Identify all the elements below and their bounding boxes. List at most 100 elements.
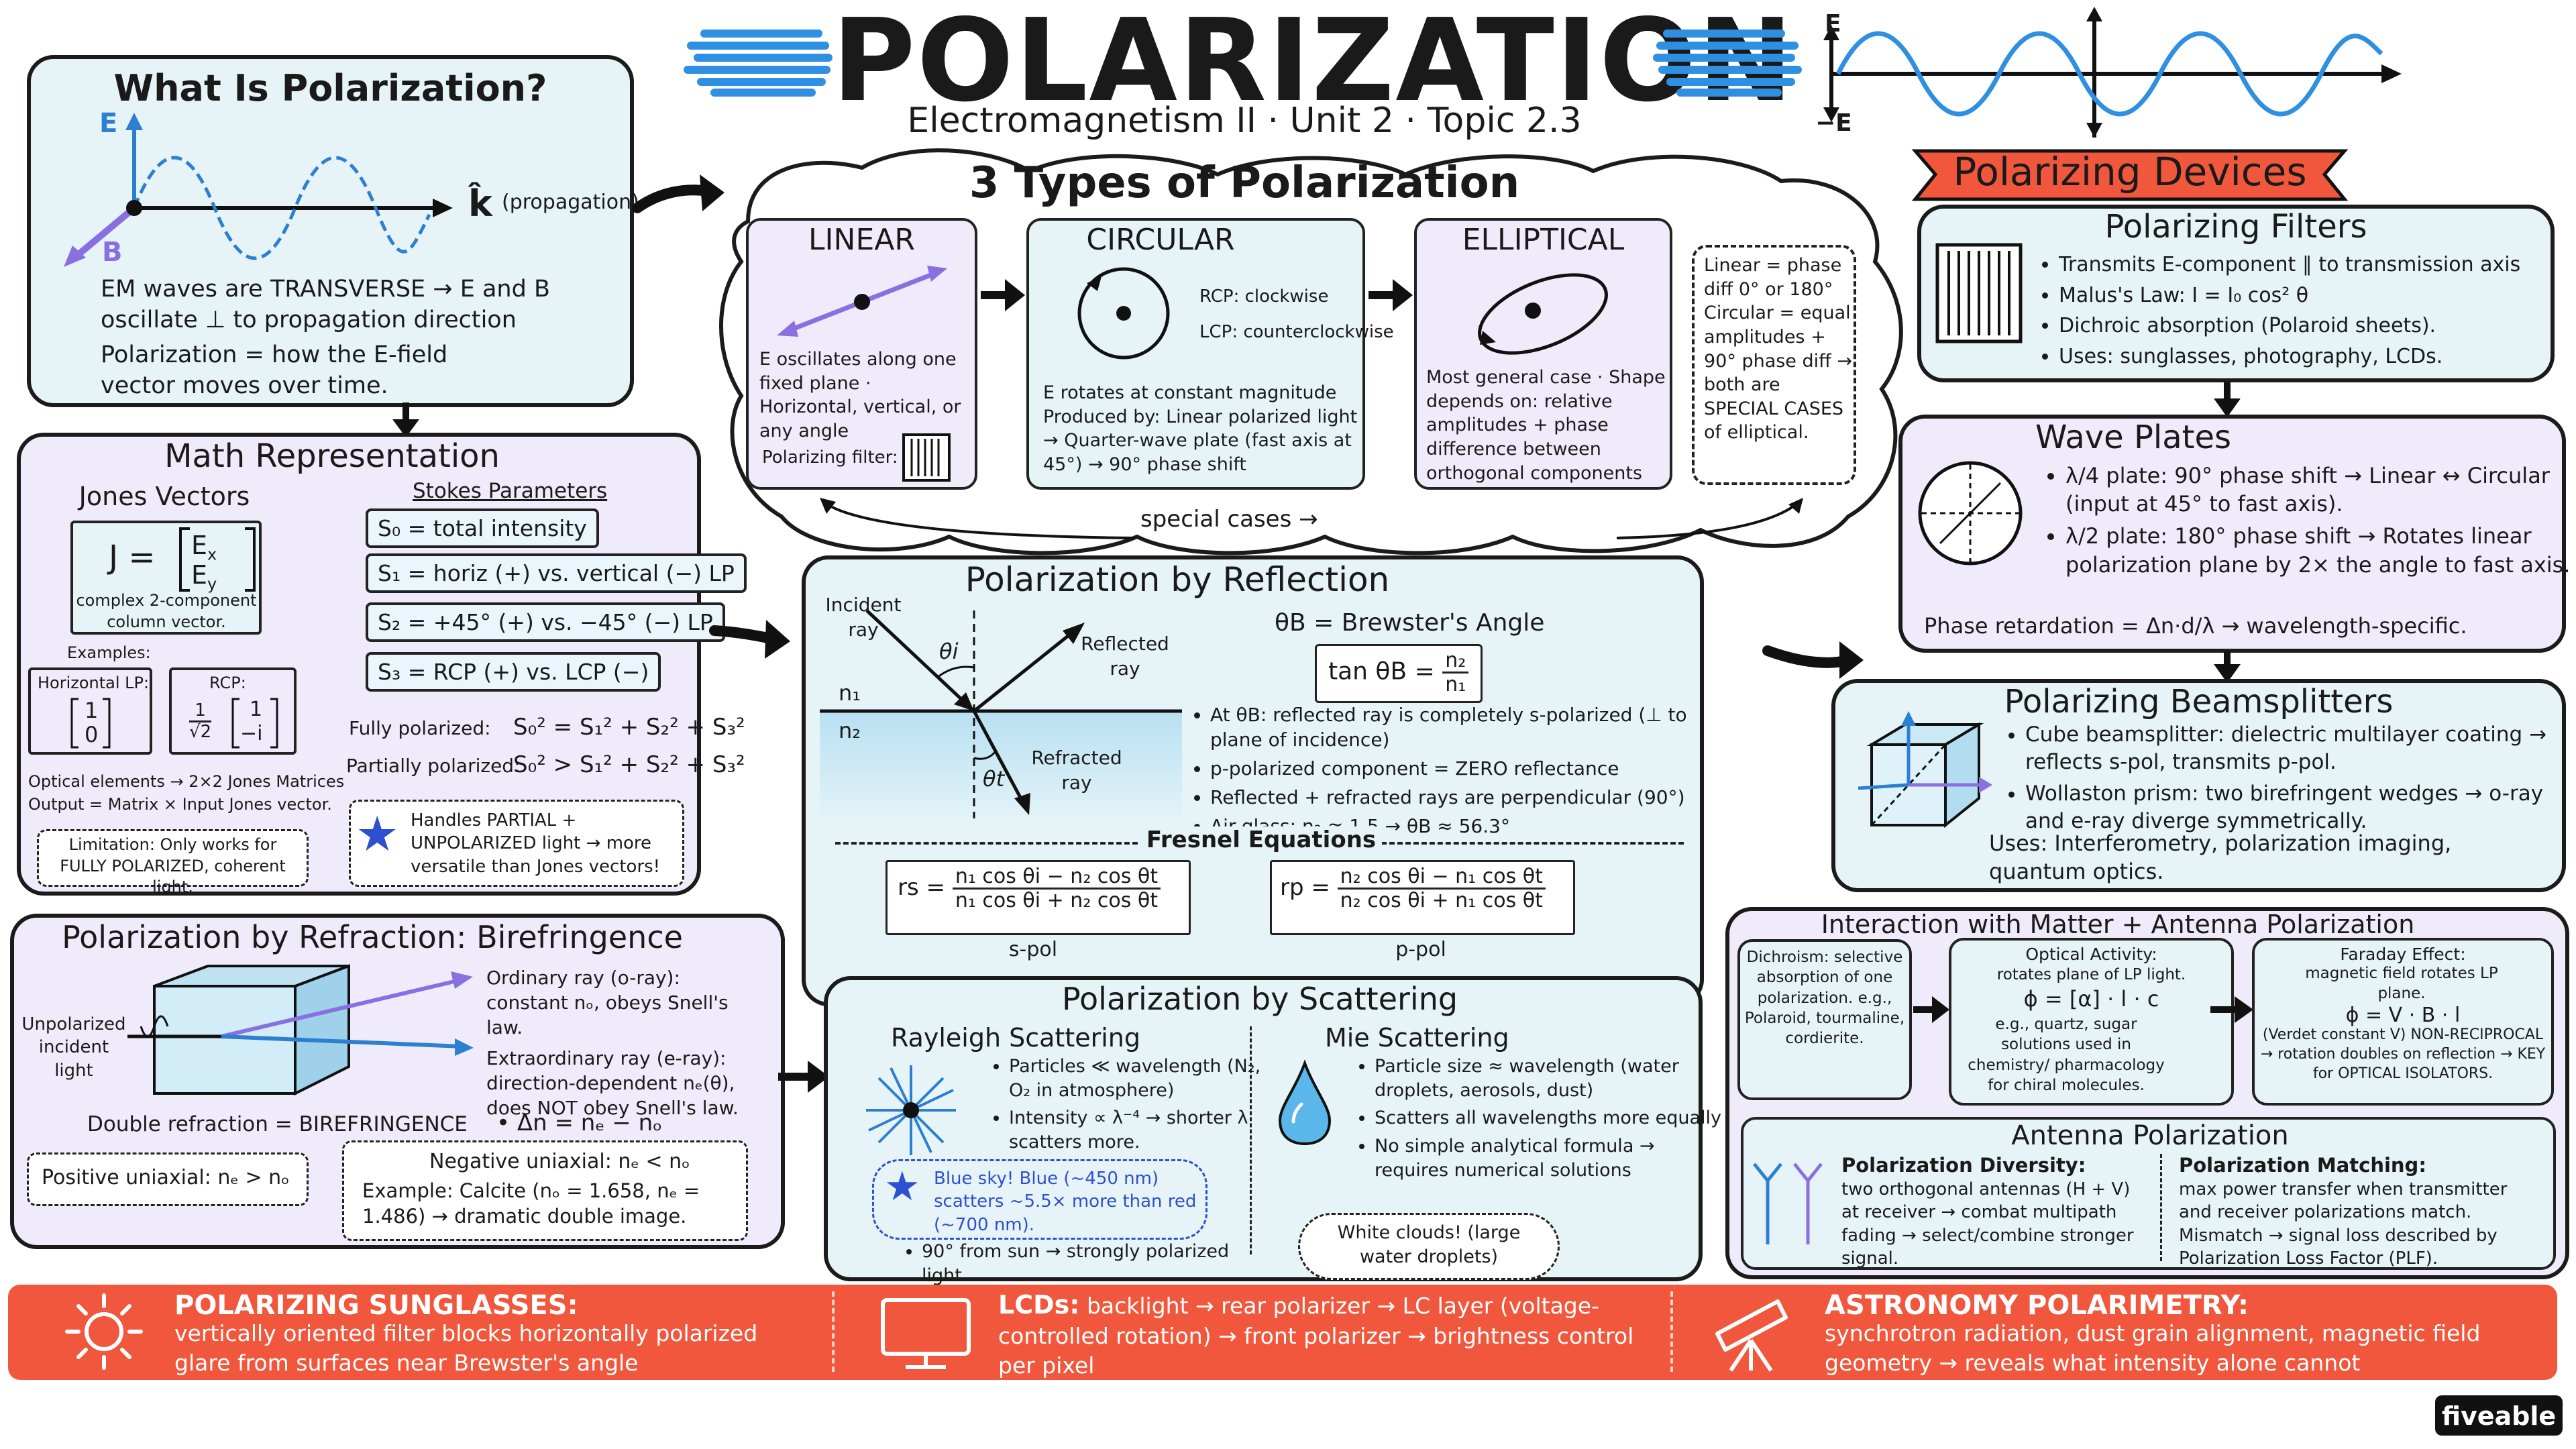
banner-separator: [832, 1291, 835, 1372]
double-refraction-text: Double refraction = BIREFRINGENCE: [87, 1112, 468, 1136]
partial-polarized-eq: S₀² > S₁² + S₂² + S₃²: [513, 751, 745, 778]
rcp-top: 1: [250, 698, 263, 721]
calcite-text: Example: Calcite (nₒ = 1.658, nₑ = 1.486…: [362, 1179, 700, 1228]
wave-neg-e-label: −E: [1815, 109, 1852, 137]
stokes-s1: S₁ = horiz (+) vs. vertical (−) LP: [366, 553, 747, 593]
page-title: POLARIZATION: [832, 0, 1794, 127]
astronomy-text: synchrotron radiation, dust grain alignm…: [1825, 1320, 2481, 1376]
rcp-frac: 1√2: [189, 700, 212, 742]
arrow-right-icon: [709, 620, 790, 659]
wave-graph-icon: [1823, 7, 2402, 138]
white-clouds-card: [1298, 1213, 1560, 1280]
n2-label: n₂: [839, 718, 861, 743]
lcd-title: LCDs:: [998, 1290, 1080, 1320]
brand-badge: [2435, 1395, 2563, 1436]
lcd-body: backlight → rear polarizer → LC layer (v…: [998, 1293, 1634, 1379]
partial-polarized-label: Partially polarized:: [346, 755, 521, 777]
arrow-right-icon: [2210, 996, 2253, 1023]
rcp-bracket-icon: [231, 698, 278, 749]
page-subtitle: Electromagnetism II · Unit 2 · Topic 2.3: [907, 101, 1582, 141]
rcp-label: RCP: clockwise: [1199, 286, 1329, 307]
optical-activity-examples: e.g., quartz, sugar solutions used in ch…: [1968, 1016, 2165, 1095]
faraday-line: magnetic field rotates LP plane.: [2305, 965, 2498, 1003]
jones-bracket-icon: [179, 527, 256, 592]
title-brush-right-icon: [1653, 30, 1802, 97]
circular-card: [1026, 218, 1365, 490]
filter-grid-icon: [1935, 243, 2023, 343]
rs-card: [885, 860, 1191, 935]
monitor-icon: [881, 1298, 971, 1369]
delta-n-text: • Δn = nₑ − nₒ: [496, 1110, 663, 1136]
rcp-bottom: −i: [240, 722, 263, 745]
mie-bullets: Particle size ≈ wavelength (water drople…: [1345, 1055, 1730, 1186]
faraday-notes: (Verdet constant V) NON-RECIPROCAL → rot…: [2260, 1026, 2546, 1083]
birefringent-crystal-icon: [127, 964, 474, 1096]
output-text: Output = Matrix × Input Jones vector.: [28, 795, 332, 814]
what-is-text-1: EM waves are TRANSVERSE → E and B oscill…: [101, 276, 550, 334]
optical-activity-card: [1949, 938, 2234, 1106]
negative-uniaxial-text: Negative uniaxial: nₑ < nₒ: [429, 1150, 690, 1173]
types-note-card: [1692, 245, 1856, 485]
hlp-bracket-icon: [70, 698, 111, 749]
beamsplitters-uses: Uses: Interferometry, polarization imagi…: [1989, 830, 2452, 885]
sunglasses-title: POLARIZING SUNGLASSES:: [174, 1290, 578, 1321]
white-clouds-text: White clouds! (large water droplets): [1337, 1222, 1521, 1267]
theta-t-label: θt: [983, 766, 1005, 792]
e-ray-text: Extraordinary ray (e-ray): direction-dep…: [486, 1047, 739, 1119]
wave-plates-bullets: λ/4 plate: 90° phase shift → Linear ↔ Ci…: [2036, 462, 2576, 583]
stokes-s0: S₀ = total intensity: [366, 508, 599, 548]
wave-e-label: E: [1825, 10, 1841, 38]
jones-vector-card: [70, 521, 262, 635]
arrow-right-icon: [778, 1061, 829, 1093]
faraday-title: Faraday Effect:: [2340, 945, 2466, 964]
reflected-ray-label: Reflected ray: [1081, 633, 1169, 680]
fresnel-title: Fresnel Equations: [1140, 826, 1382, 853]
optical-activity-line: rotates plane of LP light.: [1996, 966, 2186, 983]
reflection-diagram: [820, 609, 1182, 825]
filters-box: [1917, 205, 2555, 382]
wave-plates-title: Wave Plates: [2035, 419, 2232, 456]
limitation-card: [37, 829, 309, 887]
devices-ribbon-title: Polarizing Devices: [1953, 149, 2307, 195]
beamsplitter-cube-icon: [1858, 711, 1992, 828]
elliptical-title: ELLIPTICAL: [1462, 223, 1625, 257]
reflection-bullet: Reflected + refracted rays are perpendic…: [1210, 786, 1727, 810]
arrow-right-icon: [1762, 641, 1864, 679]
horizontal-lp-label: Horizontal LP:: [38, 674, 150, 692]
refraction-title: Polarization by Refraction: Birefringenc…: [62, 919, 683, 955]
incident-ray-label: Incident ray: [825, 594, 902, 641]
rayleigh-bullets-2: 90° from sun → strongly polarized light.: [892, 1240, 1244, 1291]
examples-label: Examples:: [67, 643, 151, 662]
linear-polarization-icon: [777, 266, 947, 337]
beamsplitters-title: Polarizing Beamsplitters: [2004, 683, 2394, 720]
what-is-text-2: Polarization = how the E-field vector mo…: [101, 341, 448, 400]
beamsplitters-bullets: Cube beamsplitter: dielectric multilayer…: [1996, 721, 2576, 839]
negative-uniaxial-card: [342, 1140, 748, 1241]
reflection-bullet: At θB: reflected ray is completely s-pol…: [1210, 703, 1727, 753]
stokes-s2: S₂ = +45° (+) vs. −45° (−) LP: [366, 602, 725, 642]
math-title: Math Representation: [164, 437, 500, 475]
rayleigh-bullet: 90° from sun → strongly polarized light.: [922, 1240, 1244, 1287]
positive-uniaxial-card: [27, 1152, 309, 1206]
beamsplitters-bullet: Cube beamsplitter: dielectric multilayer…: [2025, 721, 2576, 776]
dichroism-text: Dichroism: selective absorption of one p…: [1744, 949, 1905, 1048]
mie-title: Mie Scattering: [1325, 1023, 1509, 1053]
ex-label: Ex: [191, 531, 217, 564]
sky-star-icon: ★: [884, 1163, 920, 1210]
reflection-bullets: At θB: reflected ray is completely s-pol…: [1181, 703, 1727, 843]
lcd-text: LCDs: backlight → rear polarizer → LC la…: [998, 1288, 1669, 1380]
water-drop-icon: [1278, 1059, 1332, 1146]
antenna-card: [1741, 1117, 2556, 1270]
n1-label: n₁: [839, 680, 861, 706]
axis-e-label: E: [99, 108, 118, 139]
scatter-divider: [1250, 1026, 1252, 1254]
rayleigh-title: Rayleigh Scattering: [891, 1023, 1140, 1053]
brewster-label: θB = Brewster's Angle: [1275, 609, 1545, 637]
scattering-box: [824, 976, 1703, 1281]
title-brush-left-icon: [684, 30, 833, 97]
em-wave-axes-icon: [64, 113, 453, 267]
diversity-title: Polarization Diversity:: [1841, 1154, 2086, 1177]
wave-plate-icon: [1918, 461, 2023, 566]
stokes-s3: S₃ = RCP (+) vs. LCP (−): [366, 652, 661, 692]
